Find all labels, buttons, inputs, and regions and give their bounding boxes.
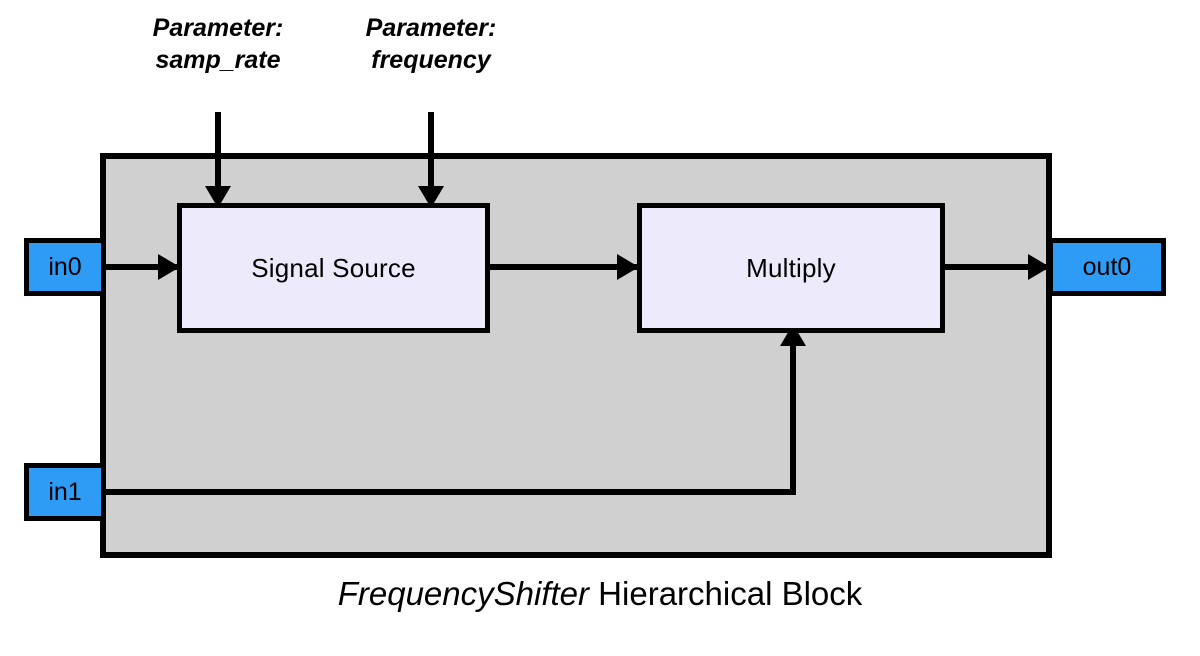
- parameter-label-samp-rate: Parameter: samp_rate: [152, 14, 284, 74]
- caption-emphasis: FrequencyShifter: [337, 575, 590, 612]
- port-out0[interactable]: out0: [1048, 238, 1166, 296]
- arrow-right-icon-multiply-in0: [617, 254, 639, 280]
- block-signal-source[interactable]: Signal Source: [177, 203, 490, 333]
- block-multiply-label: Multiply: [746, 252, 836, 283]
- arrow-down-icon-samp-rate-inner: [205, 186, 231, 208]
- port-in1[interactable]: in1: [24, 463, 106, 521]
- block-multiply[interactable]: Multiply: [637, 203, 945, 333]
- diagram-caption: FrequencyShifter Hierarchical Block: [0, 575, 1200, 613]
- parameter-label-frequency: Parameter: frequency: [365, 14, 497, 74]
- wire-in1-riser: [790, 340, 796, 495]
- arrow-right-icon-in0: [158, 254, 180, 280]
- arrow-right-icon-out0: [1028, 254, 1050, 280]
- wire-multiply-to-out0: [943, 264, 1053, 270]
- parameter-wire-samp-rate-inner: [215, 159, 221, 209]
- wire-in0-to-signal-source: [100, 264, 180, 270]
- wire-in1-horizontal: [100, 489, 796, 495]
- port-in0[interactable]: in0: [24, 238, 106, 296]
- block-signal-source-label: Signal Source: [251, 252, 416, 283]
- caption-rest: Hierarchical Block: [589, 575, 863, 612]
- arrow-down-icon-frequency-inner: [418, 186, 444, 208]
- wire-signal-source-to-multiply: [488, 264, 640, 270]
- port-out0-label: out0: [1082, 252, 1132, 281]
- port-in0-label: in0: [48, 252, 82, 281]
- parameter-wire-frequency-inner: [428, 159, 434, 209]
- port-in1-label: in1: [48, 477, 82, 506]
